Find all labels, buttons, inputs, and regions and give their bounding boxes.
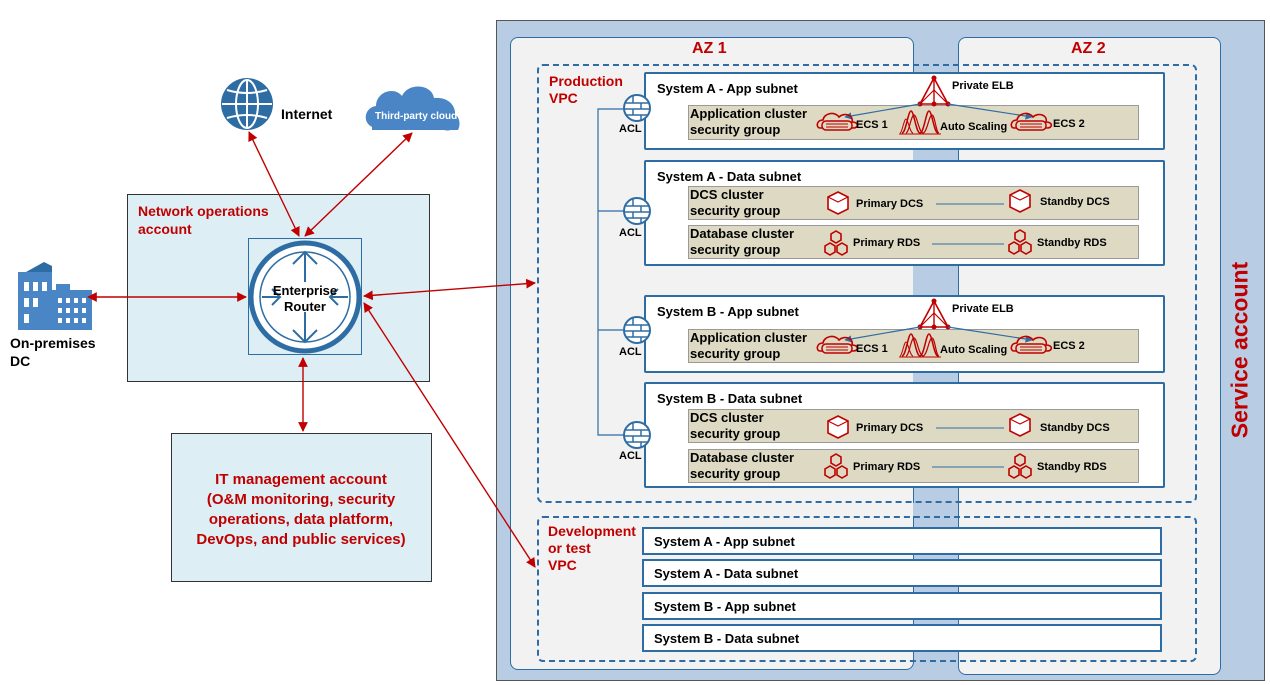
subnet-title: System B - App subnet (657, 304, 799, 319)
subnet-title: System A - Data subnet (657, 169, 802, 184)
building-icon (18, 262, 92, 330)
auto-scaling-label: Auto Scaling (940, 344, 1008, 356)
dev-vpc-boundary (537, 516, 1197, 662)
security-group-label: Application cluster security group (690, 106, 808, 137)
router-label: Enterprise Router (272, 283, 338, 314)
az-divider-strip (913, 503, 958, 516)
az1-label: AZ 1 (692, 40, 727, 57)
elb-to-ecs2-arrow (947, 326, 1033, 343)
production-vpc-label: Production VPC (549, 73, 623, 106)
rds-icon (1008, 453, 1032, 479)
database-cluster-security-group: Database cluster security group (688, 449, 1139, 483)
ecs-icon (1010, 335, 1053, 354)
acl-label: ACL (619, 346, 642, 358)
primary-dcs-label: Primary DCS (856, 422, 924, 434)
internet-connector (248, 131, 300, 237)
prod-vpc-connector (363, 278, 536, 301)
dev-vpc-connector (363, 302, 536, 568)
security-group-label: DCS cluster security group (690, 187, 781, 218)
auto-scaling-icon (898, 110, 942, 135)
third-party-cloud-label: Third-party cloud (375, 111, 458, 122)
subnet-title: System A - App subnet (657, 81, 798, 96)
security-group-label: Database cluster security group (690, 226, 795, 257)
onprem-label: On-premises DC (10, 335, 96, 369)
firewall-icon (623, 316, 651, 344)
security-group-label: Database cluster security group (690, 450, 795, 481)
dev-vpc-label: Development or test VPC (548, 523, 636, 573)
az2-label: AZ 2 (1071, 40, 1106, 57)
elb-label: Private ELB (952, 303, 1014, 315)
elb-label: Private ELB (952, 80, 1014, 92)
load-balancer-icon (916, 74, 952, 108)
acl-tree-connector (597, 108, 637, 436)
production-vpc-boundary (537, 64, 1197, 503)
az-divider-strip (913, 373, 958, 382)
dev-subnet-label: System A - Data subnet (654, 566, 799, 581)
rds-icon (1008, 229, 1032, 255)
ecs1-label: ECS 1 (856, 119, 888, 131)
auto-scaling-icon (898, 333, 942, 358)
globe-icon (221, 78, 273, 130)
dcs-icon (1009, 413, 1031, 437)
ecs2-label: ECS 2 (1053, 340, 1085, 352)
acl-label: ACL (619, 123, 642, 135)
rds-icon (824, 453, 848, 479)
ecs-icon (816, 335, 859, 354)
router-icon (248, 240, 362, 354)
subnet-title: System B - Data subnet (657, 391, 803, 406)
standby-rds-label: Standby RDS (1037, 237, 1107, 249)
cloud-icon (365, 86, 460, 131)
security-group-label: Application cluster security group (690, 330, 808, 361)
rds-icon (824, 230, 848, 256)
dcs-icon (827, 191, 849, 215)
firewall-icon (623, 197, 651, 225)
standby-dcs-label: Standby DCS (1040, 196, 1110, 208)
standby-rds-label: Standby RDS (1037, 461, 1107, 473)
ecs2-label: ECS 2 (1053, 118, 1085, 130)
database-cluster-security-group: Database cluster security group (688, 225, 1139, 259)
dev-subnet-label: System A - App subnet (654, 534, 795, 549)
internet-label: Internet (281, 106, 333, 122)
dev-subnet-row: System A - Data subnet (642, 559, 1162, 587)
firewall-icon (623, 421, 651, 449)
standby-dcs-label: Standby DCS (1040, 422, 1110, 434)
acl-label: ACL (619, 450, 642, 462)
dcs-icon (827, 415, 849, 439)
dcs-cluster-security-group: DCS cluster security group (688, 186, 1139, 220)
ecs-icon (1010, 112, 1053, 131)
elb-to-ecs1-arrow (844, 103, 921, 120)
cloud-connector (304, 132, 413, 237)
primary-rds-label: Primary RDS (853, 461, 921, 473)
ecs-icon (816, 112, 859, 131)
dcs-icon (1009, 189, 1031, 213)
az-divider-strip (913, 266, 958, 295)
auto-scaling-label: Auto Scaling (940, 121, 1008, 133)
primary-rds-label: Primary RDS (853, 237, 921, 249)
dev-subnet-label: System B - App subnet (654, 599, 796, 614)
security-group-label: DCS cluster security group (690, 410, 781, 441)
firewall-icon (623, 94, 651, 122)
acl-label: ACL (619, 227, 642, 239)
az-divider-strip (913, 150, 958, 160)
dev-subnet-label: System B - Data subnet (654, 631, 800, 646)
primary-dcs-label: Primary DCS (856, 198, 924, 210)
load-balancer-icon (916, 297, 952, 331)
dev-subnet-row: System B - Data subnet (642, 624, 1162, 652)
elb-to-ecs1-arrow (844, 326, 921, 343)
ecs1-label: ECS 1 (856, 343, 888, 355)
dev-subnet-row: System A - App subnet (642, 527, 1162, 555)
dcs-cluster-security-group: DCS cluster security group (688, 409, 1139, 443)
elb-to-ecs2-arrow (947, 103, 1033, 120)
dev-subnet-row: System B - App subnet (642, 592, 1162, 620)
